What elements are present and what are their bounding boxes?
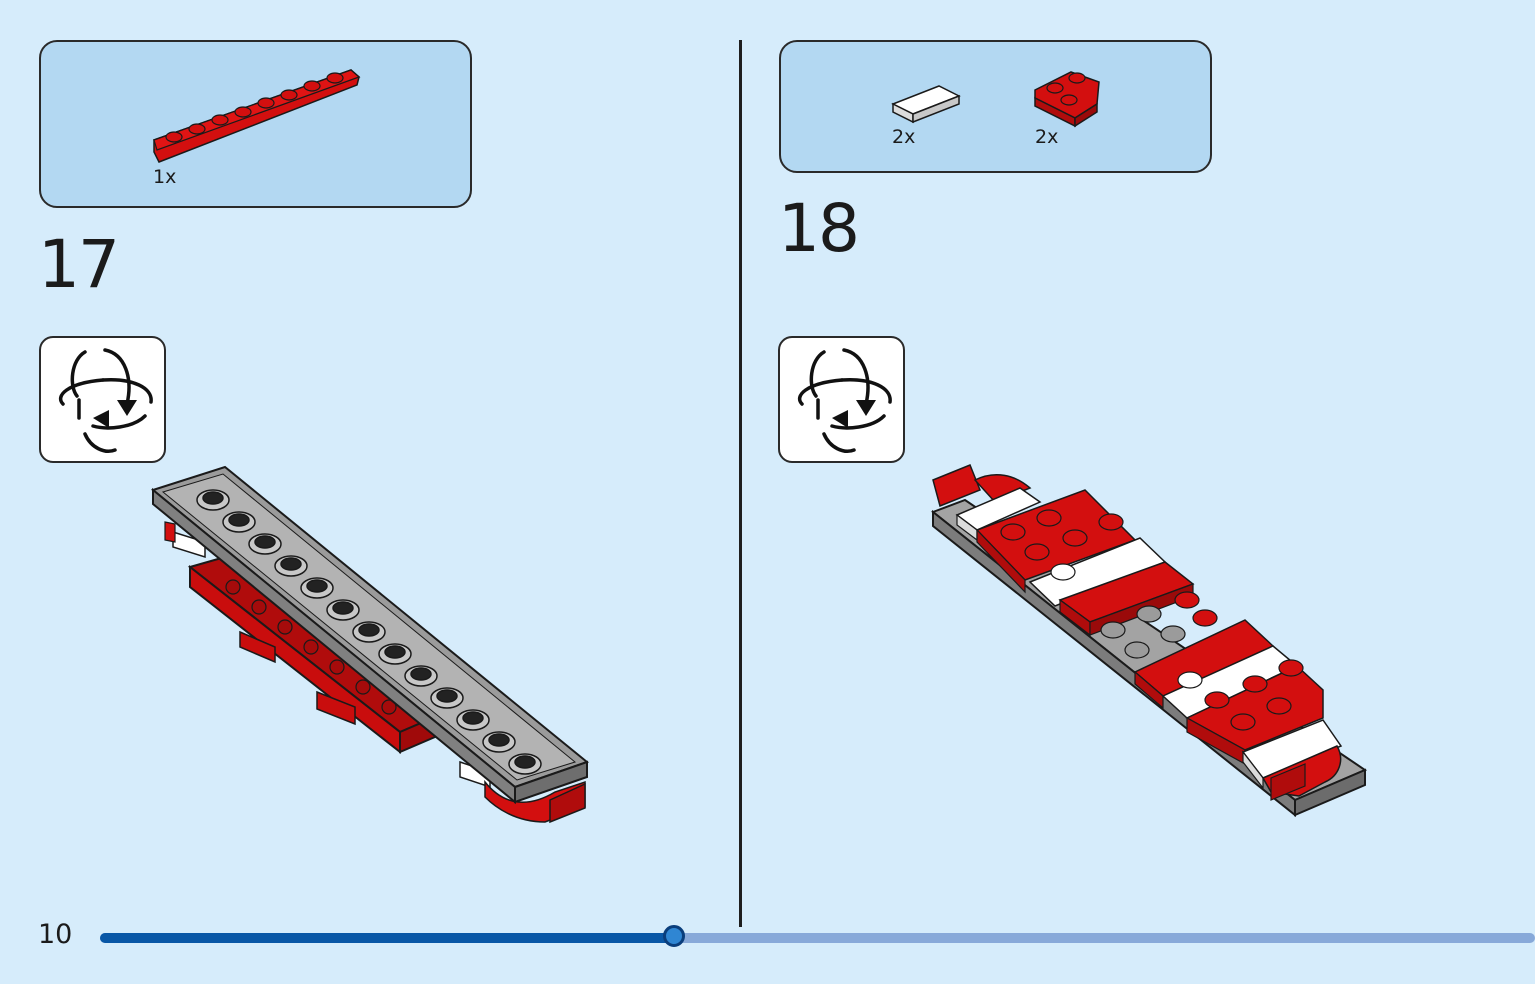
white-tile-1x2-part: [891, 85, 961, 124]
red-wedge-plate-part: [1034, 71, 1100, 128]
part-quantity: 1x: [153, 166, 177, 188]
rotate-model-icon: [778, 336, 905, 463]
step-number: 17: [38, 226, 120, 303]
red-plate-1x8-part: [153, 69, 361, 163]
step-18-model-illustration: [930, 464, 1368, 818]
rotate-model-icon: [39, 336, 166, 463]
page-number: 10: [38, 919, 73, 950]
parts-callout-step-17: 1x: [39, 40, 472, 208]
build-progress-bar: [100, 925, 1535, 947]
build-progress-fill: [100, 933, 674, 943]
step-17-model-illustration: [150, 465, 590, 824]
parts-callout-step-18: 2x 2x: [779, 40, 1212, 173]
part-quantity: 2x: [1035, 126, 1059, 148]
part-quantity: 2x: [892, 126, 916, 148]
build-progress-marker: [663, 925, 685, 947]
page-divider: [739, 40, 742, 927]
step-number: 18: [778, 190, 860, 267]
